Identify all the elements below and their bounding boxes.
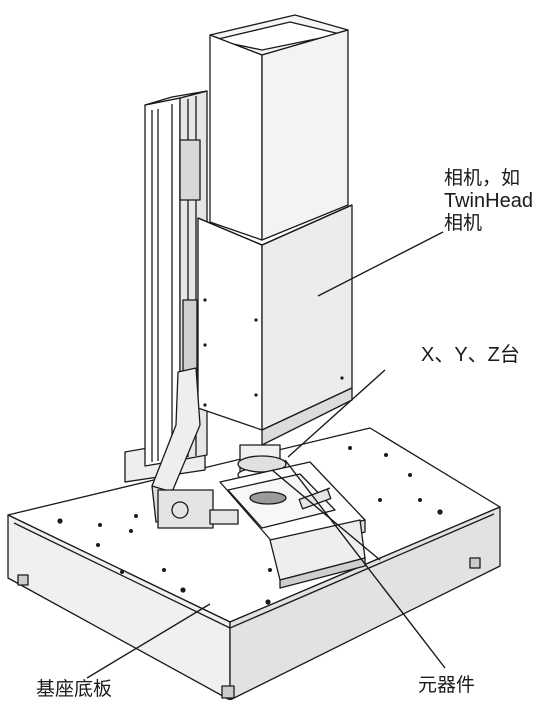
- leader-camera: [317, 231, 444, 297]
- xyz-stage: [209, 461, 366, 589]
- label-base-plate: 基座底板: [36, 678, 113, 700]
- label-camera-line3: 相机: [444, 212, 483, 234]
- leader-component: [284, 459, 446, 669]
- camera-housing: [197, 14, 353, 446]
- label-camera-line1: 相机，如: [444, 167, 521, 189]
- label-camera-line2: TwinHead: [444, 190, 533, 212]
- label-xyz-stage: X、Y、Z台: [421, 344, 520, 366]
- leader-component-2: [271, 469, 381, 561]
- base-plate: [7, 427, 501, 700]
- mount-arm: [151, 367, 214, 529]
- leader-xyz-stage: [287, 369, 386, 458]
- label-component: 元器件: [418, 674, 476, 696]
- leader-lines: [86, 231, 446, 679]
- leader-base-plate: [86, 603, 211, 679]
